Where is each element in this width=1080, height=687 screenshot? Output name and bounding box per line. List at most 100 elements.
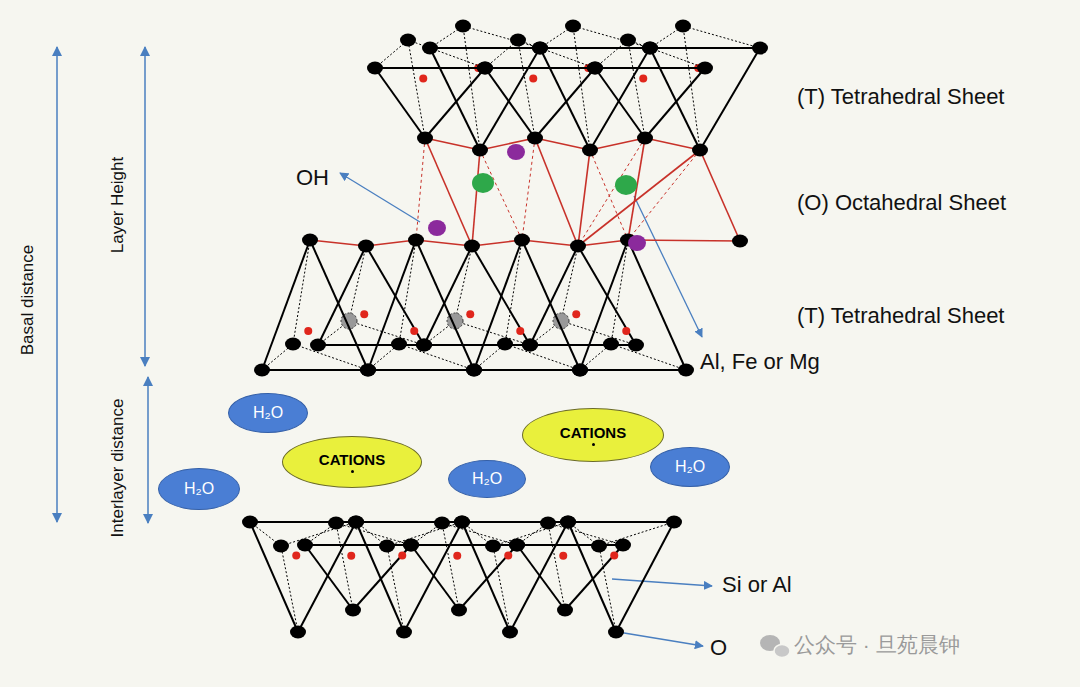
cation-ellipse: CATIONS — [282, 436, 422, 488]
tetra-edge — [298, 522, 356, 632]
oxygen-atom — [572, 364, 588, 377]
tetra-edge — [580, 369, 686, 371]
oxygen-atom — [466, 364, 482, 377]
oxygen-atom — [565, 20, 581, 33]
octa-cation — [615, 175, 637, 195]
tetra-edge — [408, 40, 485, 68]
watermark: 公众号 · 旦苑晨钟 — [794, 631, 960, 659]
tetra-edge — [530, 246, 578, 345]
oxygen-atom — [557, 604, 573, 617]
octa-edge — [535, 138, 590, 150]
octahedral-sheet — [310, 138, 740, 246]
tetra-edge — [305, 544, 411, 546]
water-ellipse: H₂O — [650, 447, 730, 487]
oxygen-atom — [514, 234, 530, 247]
oxygen-atom — [532, 42, 548, 55]
tetra-edge — [262, 240, 310, 370]
tetra-edge — [683, 26, 700, 150]
oxygen-atom — [560, 516, 576, 529]
sheet-label: (T) Tetrahedral Sheet — [797, 84, 1004, 110]
oxygen-atom — [642, 42, 658, 55]
tetra-edge — [568, 521, 674, 523]
tetra-edge — [250, 522, 298, 632]
sheets — [242, 20, 768, 639]
oxygen-atom — [615, 539, 631, 552]
octa-edge — [590, 150, 628, 240]
si-atom — [360, 310, 368, 318]
tetra-edge — [595, 67, 705, 69]
tetra-edge — [430, 47, 540, 49]
hydroxyl — [507, 144, 525, 160]
tetra-edge — [462, 522, 510, 632]
oxygen-atom — [408, 234, 424, 247]
tetra-edge — [595, 68, 645, 138]
sheet-label: (T) Tetrahedral Sheet — [797, 303, 1004, 329]
tetra-edge — [485, 67, 595, 69]
si-atom — [639, 75, 647, 83]
oxygen-atom — [642, 42, 658, 55]
tetra-edge — [517, 545, 565, 610]
si-atom — [292, 552, 300, 560]
tetra-edge — [387, 522, 462, 546]
tetra-edge — [293, 344, 368, 370]
si-atom — [622, 327, 630, 335]
cation-ellipse: CATIONS — [522, 408, 664, 462]
tetra-edge — [353, 545, 411, 610]
oxygen-atom — [297, 539, 313, 552]
leader-lines — [340, 173, 712, 646]
oxygen-atom — [637, 132, 653, 145]
sheet-label: (O) Octahedral Sheet — [797, 190, 1006, 216]
tetra-edge — [510, 522, 568, 632]
oxygen-atom — [477, 62, 493, 75]
tetra-edge — [650, 47, 760, 49]
tetra-edge — [561, 246, 578, 321]
tetra-edge — [474, 369, 580, 371]
octa-edge — [425, 138, 480, 150]
oxygen-atom — [310, 339, 326, 352]
tetra-edge — [442, 523, 459, 610]
oxygen-atom — [675, 20, 691, 33]
oxygen-atom — [358, 240, 374, 253]
water-text: H₂O — [184, 480, 214, 498]
tetra-edge — [455, 246, 472, 321]
cation-text: CATIONS — [560, 424, 626, 441]
oxygen-atom — [254, 364, 270, 377]
hydroxyl — [428, 220, 446, 236]
oxygen-atom — [485, 540, 501, 553]
tetra-edge — [628, 40, 705, 68]
tetra-edge — [375, 67, 485, 69]
si-atom — [516, 327, 524, 335]
water-text: H₂O — [675, 458, 705, 476]
octa-edge — [472, 150, 480, 246]
oxygen-atom — [400, 34, 416, 47]
tetra-edge — [411, 545, 459, 610]
tetra-edge — [683, 26, 760, 48]
oxygen-atom — [396, 626, 412, 639]
tetra-edge — [616, 522, 674, 632]
oxygen-atom — [620, 34, 636, 47]
si-atom — [419, 75, 427, 83]
oxygen-atom — [273, 540, 289, 553]
oxygen-atom — [328, 517, 344, 530]
wechat-icon — [760, 635, 790, 658]
oxygen-atom — [522, 339, 538, 352]
tetra-edge — [318, 344, 424, 346]
tetra-edge — [463, 26, 540, 48]
water-ellipse: H₂O — [448, 460, 526, 498]
oxygen-atom — [502, 626, 518, 639]
si-atom — [410, 327, 418, 335]
oxygen-atom — [422, 42, 438, 55]
tetra-edge — [368, 240, 416, 370]
tetra-edge — [368, 369, 474, 371]
oxygen-atom — [591, 540, 607, 553]
octa-edge — [590, 138, 645, 150]
oxygen-atom — [692, 144, 708, 157]
oxygen-atom — [348, 516, 364, 529]
octa-edge — [480, 150, 522, 240]
tetra-edge — [349, 246, 366, 321]
tetra-edge — [611, 344, 686, 370]
oxygen-atom — [527, 132, 543, 145]
oxygen-atom — [454, 516, 470, 529]
tetra-edge — [336, 523, 353, 610]
si-atom — [529, 75, 537, 83]
